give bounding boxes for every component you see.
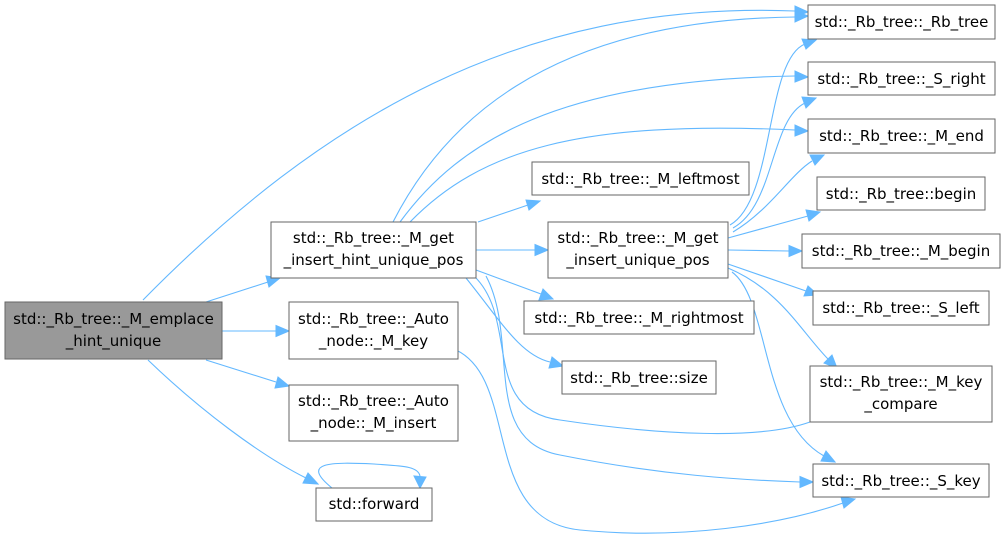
node-label-line-2: _hint_unique xyxy=(65,332,162,351)
edge-get-hint-to-size xyxy=(465,277,565,369)
edge-emplace-to-auto-key xyxy=(222,324,291,338)
nodes: std::_Rb_tree::_M_emplace _hint_unique s… xyxy=(4,4,1001,522)
node-m-begin[interactable]: std::_Rb_tree::_M_begin xyxy=(801,233,1001,269)
node-m-leftmost[interactable]: std::_Rb_tree::_M_leftmost xyxy=(531,161,750,196)
edge-emplace-to-get-hint xyxy=(205,275,282,303)
node-begin[interactable]: std::_Rb_tree::begin xyxy=(816,176,986,211)
node-auto-node-m-insert[interactable]: std::_Rb_tree::_Auto _node::_M_insert xyxy=(288,384,459,442)
node-std-forward[interactable]: std::forward xyxy=(315,487,433,522)
node-label: std::_Rb_tree::_M_begin xyxy=(812,242,990,261)
node-m-rightmost[interactable]: std::_Rb_tree::_M_rightmost xyxy=(523,300,755,335)
node-size[interactable]: std::_Rb_tree::size xyxy=(561,360,717,395)
node-m-key-compare[interactable]: std::_Rb_tree::_M_key _compare xyxy=(809,365,993,423)
edge-auto-key-to-s-key xyxy=(455,349,857,534)
node-get-insert-unique-pos[interactable]: std::_Rb_tree::_M_get _insert_unique_pos xyxy=(547,221,729,279)
node-s-left[interactable]: std::_Rb_tree::_S_left xyxy=(812,290,990,326)
edge-get-hint-to-rightmost xyxy=(475,269,555,301)
edge-get-unique-to-begin xyxy=(727,209,822,239)
node-label-line-1: std::_Rb_tree::_M_emplace xyxy=(13,310,214,329)
edge-get-hint-to-leftmost xyxy=(477,199,542,223)
node-label-line-2: _insert_hint_unique_pos xyxy=(283,251,464,270)
edge-get-unique-to-s-left xyxy=(727,263,820,297)
node-label: std::_Rb_tree::_M_rightmost xyxy=(534,309,743,328)
node-label-line-2: _insert_unique_pos xyxy=(565,251,709,270)
node-get-insert-hint-unique-pos[interactable]: std::_Rb_tree::_M_get _insert_hint_uniqu… xyxy=(270,221,477,279)
node-label-line-1: std::_Rb_tree::_Auto xyxy=(298,310,449,329)
edge-get-hint-to-m-end xyxy=(409,124,810,223)
node-emplace-hint-unique[interactable]: std::_Rb_tree::_M_emplace _hint_unique xyxy=(4,301,223,360)
node-label-line-1: std::_Rb_tree::_M_get xyxy=(557,229,718,248)
node-s-key[interactable]: std::_Rb_tree::_S_key xyxy=(812,463,990,498)
edge-get-unique-to-m-begin xyxy=(727,244,804,258)
edge-get-hint-to-s-right xyxy=(399,70,810,223)
node-label: std::_Rb_tree::_M_end xyxy=(819,127,984,146)
node-label: std::_Rb_tree::size xyxy=(570,369,708,388)
edge-get-hint-to-s-key xyxy=(485,275,815,489)
edge-get-unique-to-s-key xyxy=(731,271,837,463)
node-label-line-2: _node::_M_key xyxy=(318,332,428,351)
edge-get-unique-to-s-right xyxy=(732,96,818,229)
edge-get-hint-to-key-compare xyxy=(473,275,811,435)
node-label: std::_Rb_tree::_S_left xyxy=(822,299,979,318)
node-label-line-1: std::_Rb_tree::_M_key xyxy=(820,373,983,392)
node-label: std::_Rb_tree::begin xyxy=(826,185,977,204)
node-label: std::_Rb_tree::_M_leftmost xyxy=(541,170,739,189)
node-label: std::_Rb_tree::_S_right xyxy=(817,70,985,89)
node-label-line-1: std::_Rb_tree::_Auto xyxy=(298,392,449,411)
node-label: std::_Rb_tree::_S_key xyxy=(821,472,980,491)
edge-emplace-to-forward xyxy=(147,359,320,485)
node-m-end[interactable]: std::_Rb_tree::_M_end xyxy=(807,118,996,154)
node-label: std::_Rb_tree::_Rb_tree xyxy=(815,13,989,32)
node-label-line-1: std::_Rb_tree::_M_get xyxy=(293,229,454,248)
edges xyxy=(142,5,857,534)
edge-get-unique-to-m-end xyxy=(732,154,826,233)
edge-get-hint-to-get-unique xyxy=(476,243,550,257)
node-s-right[interactable]: std::_Rb_tree::_S_right xyxy=(807,61,996,96)
edge-get-hint-to-rb-tree xyxy=(392,10,810,223)
node-label: std::forward xyxy=(329,495,420,513)
node-label-line-2: _node::_M_insert xyxy=(310,414,437,433)
node-label-line-2: _compare xyxy=(863,395,937,414)
node-rb-tree[interactable]: std::_Rb_tree::_Rb_tree xyxy=(807,4,996,40)
edge-emplace-to-auto-insert xyxy=(205,359,291,389)
node-auto-node-m-key[interactable]: std::_Rb_tree::_Auto _node::_M_key xyxy=(288,301,459,360)
edge-forward-self xyxy=(318,462,427,490)
